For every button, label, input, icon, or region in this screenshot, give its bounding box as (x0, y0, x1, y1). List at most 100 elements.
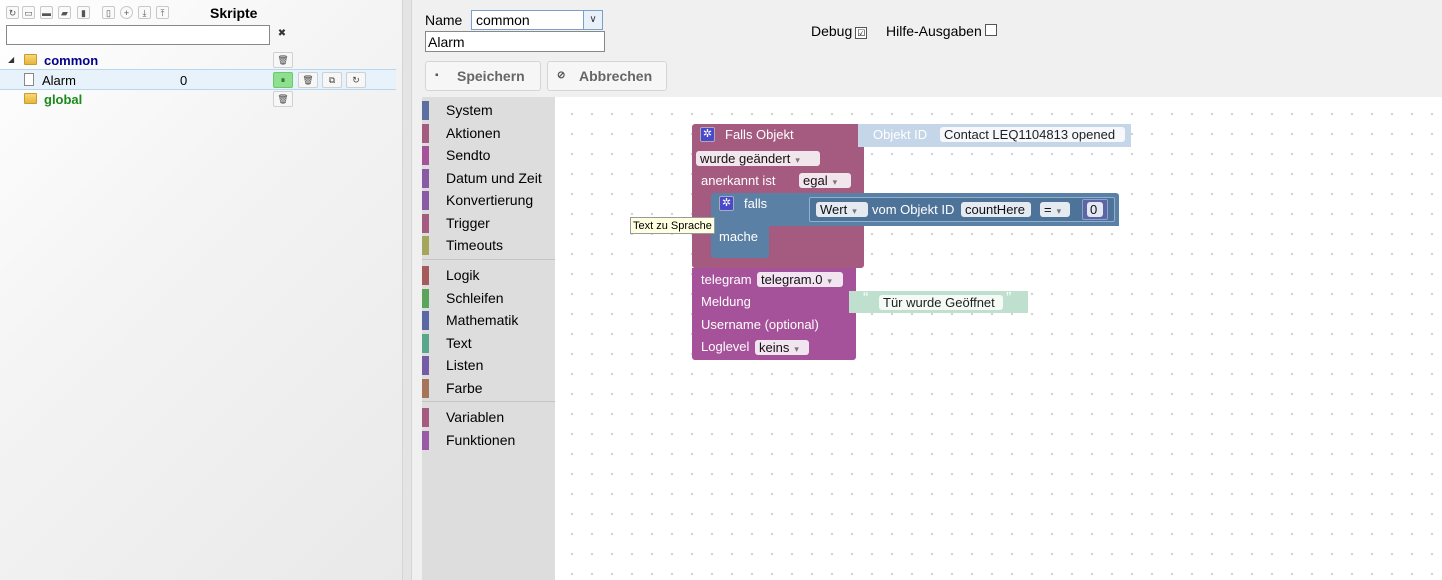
panel-title: Skripte (210, 5, 258, 21)
category-color-bar (422, 266, 429, 285)
gear-icon[interactable]: ✲ (700, 127, 715, 142)
tree-folder-global[interactable]: global 🗑 (0, 90, 396, 109)
category-label: Sendto (446, 147, 491, 163)
toolbox-separator (422, 259, 555, 260)
category-label: Funktionen (446, 432, 516, 448)
collapse-icon[interactable]: ▭ (22, 6, 35, 19)
toolbox-category-sendto[interactable]: Sendto (422, 145, 555, 166)
hilfe-toggle[interactable]: Hilfe-Ausgaben (886, 23, 997, 39)
category-color-bar (422, 236, 429, 255)
pause-icon[interactable]: ⏸ (273, 72, 293, 88)
toolbox-category-konvertierung[interactable]: Konvertierung (422, 190, 555, 211)
add-icon[interactable]: + (120, 6, 133, 19)
category-color-bar (422, 169, 429, 188)
telegram-instance-value: telegram.0 (761, 272, 823, 287)
panel-splitter[interactable] (402, 0, 412, 580)
filter-input[interactable] (6, 25, 270, 45)
open-quote-icon: “ (863, 290, 869, 307)
ack-dropdown[interactable]: egal (799, 173, 851, 188)
number-value[interactable]: 0 (1087, 202, 1103, 217)
wert-dropdown-value: Wert (820, 202, 848, 217)
debug-toggle[interactable]: Debug☑ (811, 23, 868, 39)
operator-dropdown-value: = (1044, 202, 1052, 217)
cancel-label: Abbrechen (579, 68, 653, 84)
category-label: Trigger (446, 215, 490, 231)
objekt-id-value[interactable]: Contact LEQ1104813 opened (940, 127, 1125, 142)
restart-icon[interactable]: ↻ (346, 72, 366, 88)
clear-filter-icon[interactable]: ✖ (277, 28, 287, 39)
category-label: Listen (446, 357, 484, 373)
message-text[interactable]: Tür wurde Geöffnet (879, 295, 1003, 310)
toolbox-category-schleifen[interactable]: Schleifen (422, 288, 555, 309)
toolbox-category-text[interactable]: Text (422, 333, 555, 354)
category-color-bar (422, 191, 429, 210)
toolbox-category-logik[interactable]: Logik (422, 265, 555, 286)
folder-label: global (44, 92, 83, 107)
toolbox-category-farbe[interactable]: Farbe (422, 378, 555, 399)
if-block-body (711, 226, 769, 258)
toolbox-category-variablen[interactable]: Variablen (422, 407, 555, 428)
tree-script-alarm[interactable]: Alarm 0 ⏸ 🗑 ⧉ ↻ (0, 69, 396, 90)
objekt-id-label: Objekt ID (873, 127, 928, 142)
category-color-bar (422, 431, 429, 450)
wert-dropdown[interactable]: Wert (816, 202, 868, 217)
category-color-bar (422, 311, 429, 330)
chevron-down-icon[interactable]: ∨ (583, 11, 602, 29)
hilfe-checkbox[interactable] (984, 24, 997, 36)
change-dropdown[interactable]: wurde geändert (696, 151, 820, 166)
category-color-bar (422, 289, 429, 308)
category-label: Timeouts (446, 237, 504, 253)
export-icon[interactable]: ⤒ (156, 6, 169, 19)
mache-label: mache (719, 229, 759, 244)
change-dropdown-value: wurde geändert (700, 151, 791, 166)
cancel-button[interactable]: ⊘ Abbrechen (547, 61, 667, 91)
category-label: Mathematik (446, 312, 519, 328)
toolbox-category-mathematik[interactable]: Mathematik (422, 310, 555, 331)
debug-checkbox[interactable]: ☑ (855, 27, 868, 39)
delete-icon[interactable]: 🗑 (273, 91, 293, 107)
meldung-label: Meldung (701, 294, 751, 309)
object-id-field[interactable]: countHere (961, 202, 1031, 217)
script-name-input[interactable] (425, 31, 605, 52)
vom-objekt-label: vom Objekt ID (872, 202, 955, 217)
toolbox-category-aktionen[interactable]: Aktionen (422, 123, 555, 144)
folder-icon (24, 54, 37, 65)
book-icon[interactable]: ▮ (77, 6, 90, 19)
telegram-label: telegram (701, 272, 752, 287)
new-file-icon[interactable]: ▯ (102, 6, 115, 19)
category-label: Logik (446, 267, 480, 283)
folder-label: common (44, 53, 99, 68)
toolbox-category-timeouts[interactable]: Timeouts (422, 235, 555, 256)
toolbox-category-system[interactable]: System (422, 100, 555, 121)
blockly-workspace[interactable]: ✲ Falls Objekt Objekt ID Contact LEQ1104… (555, 97, 1442, 580)
category-color-bar (422, 101, 429, 120)
copy-icon[interactable]: ⧉ (322, 72, 342, 88)
debug-label: Debug (811, 23, 853, 39)
folder-select[interactable]: common ∨ (471, 10, 603, 30)
loglevel-dropdown[interactable]: keins (755, 340, 809, 355)
category-label: Konvertierung (446, 192, 534, 208)
refresh-icon[interactable]: ↻ (6, 6, 19, 19)
telegram-instance-dropdown[interactable]: telegram.0 (757, 272, 843, 287)
category-label: Datum und Zeit (446, 170, 542, 186)
folder-select-value: common (476, 12, 530, 28)
toolbox-category-listen[interactable]: Listen (422, 355, 555, 376)
import-icon[interactable]: ⤓ (138, 6, 151, 19)
toolbox-category-trigger[interactable]: Trigger (422, 213, 555, 234)
scripts-panel: ↻ ▭ ▬ ▰ ▮ ▯ + ⤓ ⤒ Skripte ✖ ◢ common 🗑 A… (0, 0, 402, 580)
hilfe-label: Hilfe-Ausgaben (886, 23, 982, 39)
save-button[interactable]: ▪ Speichern (425, 61, 541, 91)
folder-icon[interactable]: ▬ (40, 6, 53, 19)
toolbox-category-funktionen[interactable]: Funktionen (422, 430, 555, 451)
name-label: Name (425, 12, 463, 28)
operator-dropdown[interactable]: = (1040, 202, 1070, 217)
tree-folder-common[interactable]: ◢ common 🗑 (0, 51, 396, 70)
toolbox-category-datum-und-zeit[interactable]: Datum und Zeit (422, 168, 555, 189)
gear-icon[interactable]: ✲ (719, 196, 734, 211)
expand-icon[interactable]: ◢ (8, 55, 15, 64)
delete-icon[interactable]: 🗑 (273, 52, 293, 68)
category-label: Aktionen (446, 125, 501, 141)
delete-icon[interactable]: 🗑 (298, 72, 318, 88)
close-quote-icon: ” (1006, 290, 1012, 307)
folder-open-icon[interactable]: ▰ (58, 6, 71, 19)
